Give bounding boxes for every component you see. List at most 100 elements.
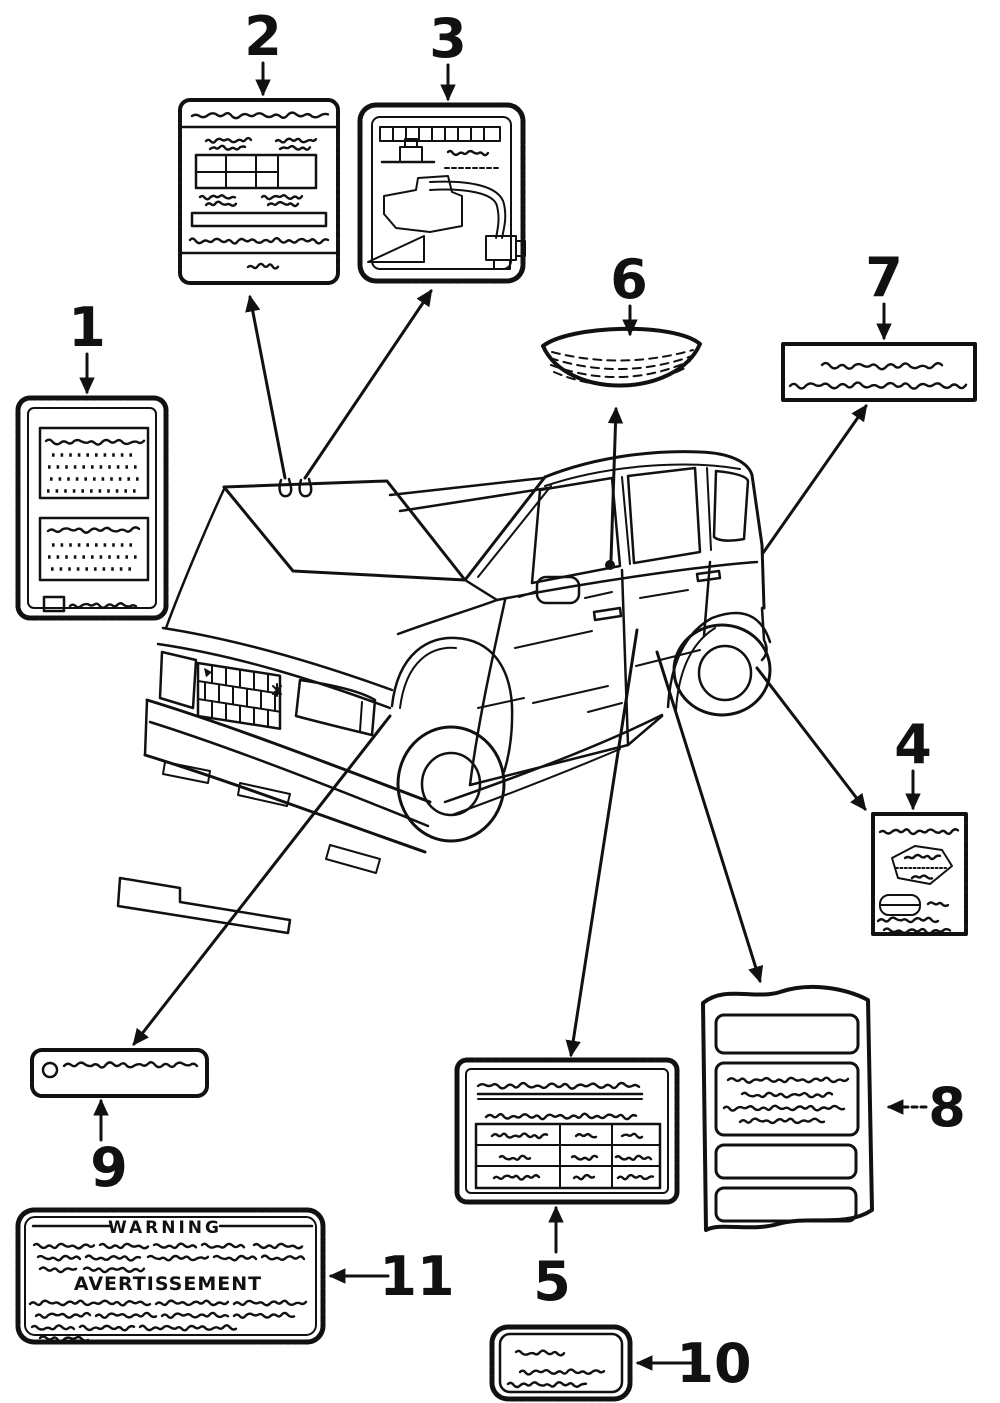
rear-door-window	[626, 466, 702, 565]
schematic-canister-tab	[515, 240, 526, 257]
c-pillar	[706, 467, 712, 551]
scribble-text	[204, 136, 253, 144]
label-3-schematic	[367, 126, 526, 270]
door-crease-3	[532, 685, 609, 704]
callout-1[interactable]: 1	[68, 296, 106, 395]
part-label-9[interactable]	[30, 1048, 209, 1098]
part-label-3[interactable]	[357, 102, 526, 284]
door-crease-5	[639, 589, 689, 599]
scribble-text	[490, 1132, 549, 1140]
part-label-10[interactable]	[489, 1324, 633, 1402]
callout-number-4[interactable]: 4	[894, 713, 932, 776]
callout-6[interactable]: 6	[610, 248, 648, 337]
door-crease-4	[584, 591, 613, 599]
scribble-text	[278, 144, 312, 151]
label-4-badge	[891, 845, 953, 885]
schematic-hose-outer	[429, 180, 507, 239]
callout-7[interactable]: 7	[865, 246, 903, 341]
scribble-text	[44, 438, 146, 446]
label-2-bar	[190, 211, 328, 228]
label-1-inner-border	[27, 407, 157, 609]
callout-2[interactable]: 2	[244, 5, 282, 97]
callout-number-5[interactable]: 5	[533, 1250, 571, 1313]
grille	[196, 661, 282, 730]
callouts: 1 2 3 4 5 6 7 8	[68, 5, 966, 1395]
schematic-engine	[383, 175, 463, 233]
door-bottom-edge	[468, 714, 664, 787]
grille-star-mark	[272, 683, 282, 697]
scribble-text	[160, 1311, 230, 1319]
callout-4[interactable]: 4	[894, 713, 932, 811]
callout-number-2[interactable]: 2	[244, 5, 282, 68]
callout-number-6[interactable]: 6	[610, 248, 648, 311]
callout-3[interactable]: 3	[429, 7, 467, 102]
scribble-text	[614, 1154, 653, 1161]
rocker-panel-lower	[451, 748, 621, 816]
callout-number-8[interactable]: 8	[928, 1076, 966, 1139]
hood-latch-hook-right	[298, 477, 313, 498]
beltline	[495, 560, 759, 602]
part-label-6[interactable]	[541, 326, 702, 388]
vehicle-illustration	[116, 450, 772, 935]
windshield-edge-bottom	[398, 486, 550, 513]
label-9-border	[30, 1048, 209, 1098]
callout-10[interactable]: 10	[635, 1332, 752, 1395]
scribble-text	[878, 828, 960, 836]
scribble-text	[484, 1112, 638, 1121]
scribble-text	[198, 194, 237, 201]
callout-number-3[interactable]: 3	[429, 7, 467, 70]
callout-number-11[interactable]: 11	[379, 1245, 454, 1308]
rear-wheel-arch-inner	[675, 627, 716, 711]
rear-wheel	[672, 623, 772, 717]
schematic-component-cap	[404, 138, 418, 148]
part-label-2[interactable]	[178, 98, 340, 285]
part-label-4[interactable]	[871, 812, 968, 936]
door-crease-2	[477, 697, 525, 709]
callout-number-1[interactable]: 1	[68, 296, 106, 359]
callout-11[interactable]: 11	[328, 1245, 455, 1308]
scribble-text	[498, 1154, 532, 1161]
scribble-text	[84, 1254, 142, 1262]
leader-line-6	[607, 406, 624, 562]
bumper-end-cap	[143, 698, 149, 757]
label-11-inner-border	[24, 1216, 317, 1336]
scribble-text	[152, 1242, 198, 1250]
bumper-rib	[148, 720, 430, 828]
callout-number-7[interactable]: 7	[865, 246, 903, 309]
side-mirror	[535, 575, 581, 605]
label-2-border	[178, 98, 340, 285]
callout-5[interactable]: 5	[533, 1205, 571, 1313]
scribble-text	[212, 1254, 258, 1262]
callout-number-9[interactable]: 9	[90, 1136, 128, 1199]
tow-hook	[325, 844, 381, 874]
front-body-edge	[164, 485, 227, 630]
rear-bumper-corner	[760, 606, 768, 662]
callout-8[interactable]: 8	[886, 1076, 966, 1139]
scribble-text	[188, 237, 330, 245]
part-label-5[interactable]	[454, 1057, 680, 1205]
scribble-text	[574, 1132, 598, 1139]
hood-seam-upper	[161, 626, 394, 692]
part-label-1[interactable]	[15, 395, 169, 621]
avertissement-heading: AVERTISSEMENT	[74, 1273, 262, 1295]
roof-drip-rail	[544, 463, 741, 487]
front-wheel	[396, 725, 506, 843]
scribble-text	[570, 1154, 599, 1161]
callout-9[interactable]: 9	[90, 1098, 128, 1199]
scribble-text	[146, 1254, 210, 1262]
label-11-border	[15, 1207, 326, 1345]
scribble-text	[722, 1104, 846, 1112]
schematic-hose-inner	[429, 188, 500, 239]
scribble-text	[78, 1324, 136, 1332]
scribble-text	[138, 1324, 238, 1332]
scribble-text	[820, 361, 944, 371]
part-label-8[interactable]	[701, 985, 874, 1232]
label-5-inner-border	[465, 1068, 669, 1194]
part-label-7[interactable]	[781, 342, 977, 402]
part-label-11-warning[interactable]: WARNING AVERTISSEMENT	[15, 1207, 326, 1345]
scribble-dash-row	[550, 360, 691, 379]
scribble-text	[726, 1076, 850, 1084]
grille-bars-vertical	[204, 664, 276, 728]
scribble-text	[232, 1311, 296, 1319]
bumper-slot-2	[237, 782, 291, 807]
